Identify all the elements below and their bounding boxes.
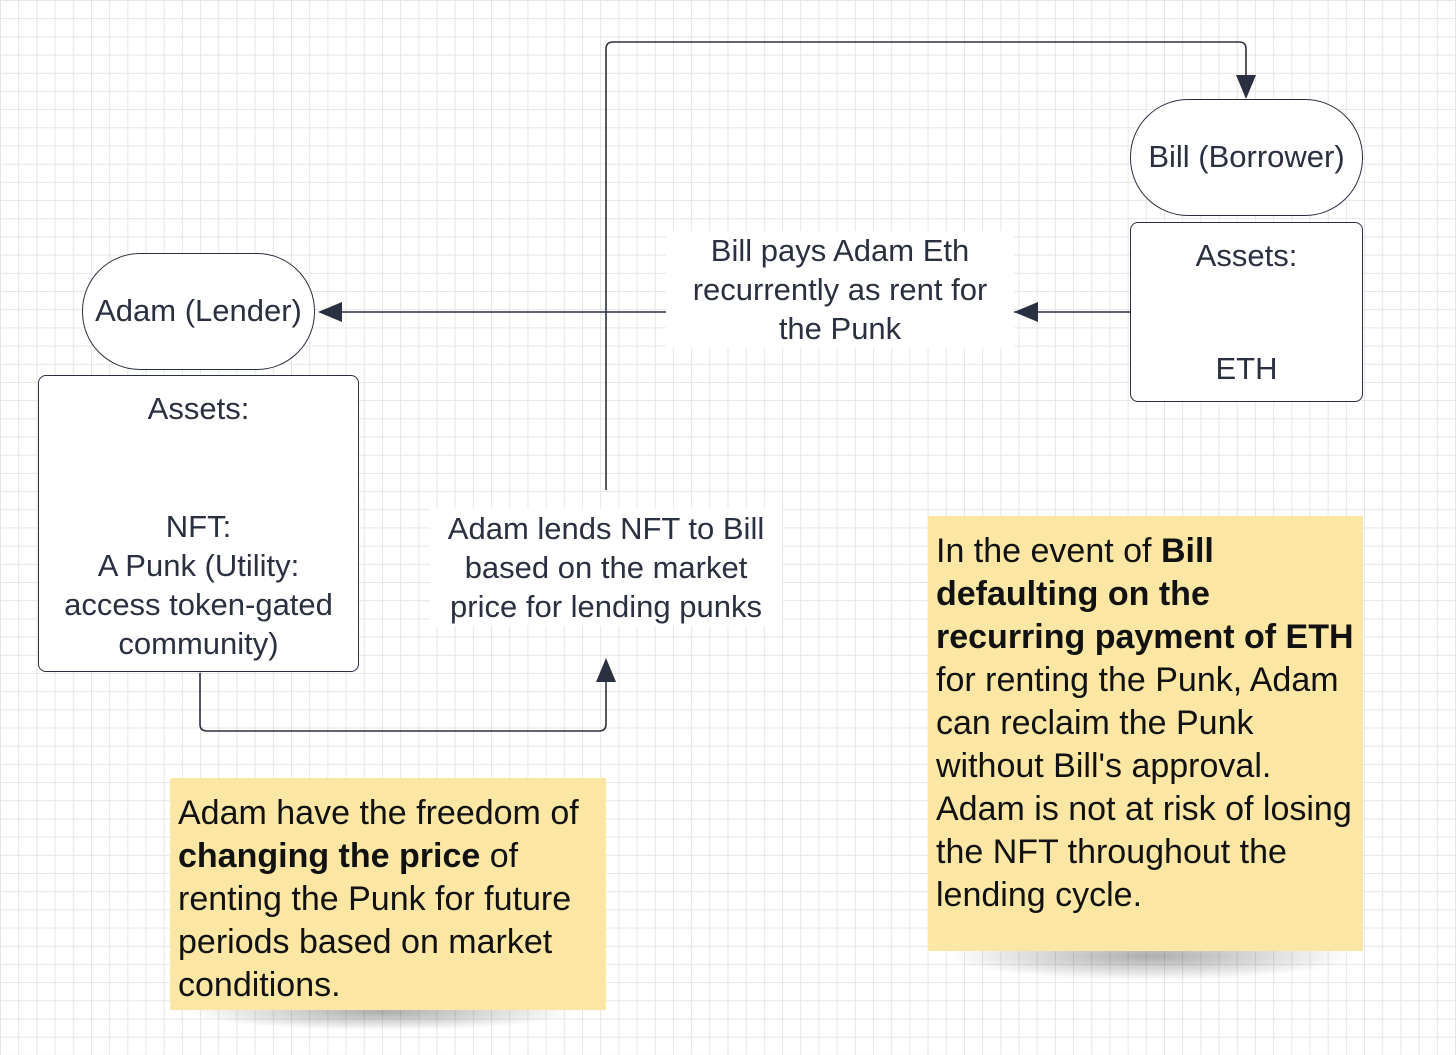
lending-label-line: price for lending punks bbox=[450, 589, 762, 624]
lending-edge-label: Adam lends NFT to Bill based on the mark… bbox=[430, 509, 782, 626]
adam-lender-label: Adam (Lender) bbox=[95, 293, 302, 329]
adam-assets-heading: Assets: bbox=[147, 391, 250, 426]
lending-connector-lower bbox=[199, 673, 607, 732]
bill-assets-box[interactable]: Assets: ETH bbox=[1130, 222, 1363, 402]
payment-edge-label: Bill pays Adam Eth recurrently as rent f… bbox=[666, 231, 1014, 348]
payment-label-line: the Punk bbox=[778, 311, 902, 346]
payment-label-line: Bill pays Adam Eth bbox=[710, 233, 970, 268]
left-note-bold-text: changing the price bbox=[178, 837, 481, 875]
bill-assets-heading: Assets: bbox=[1195, 238, 1298, 273]
bill-borrower-label: Bill (Borrower) bbox=[1148, 139, 1345, 175]
adam-assets-line: NFT: bbox=[165, 509, 232, 544]
lending-arrowhead bbox=[1236, 75, 1256, 99]
payment-label-line: recurrently as rent for bbox=[692, 272, 988, 307]
left-sticky-note[interactable]: Adam have the freedom of changing the pr… bbox=[170, 778, 606, 1010]
adam-assets-line: access token-gated bbox=[64, 587, 333, 622]
adam-assets-line: A Punk (Utility: bbox=[97, 548, 300, 583]
lending-label-line: Adam lends NFT to Bill bbox=[447, 511, 765, 546]
adam-assets-content: NFT: A Punk (Utility: access token-gated… bbox=[64, 507, 333, 663]
right-sticky-note[interactable]: In the event of Bill defaulting on the r… bbox=[928, 516, 1363, 951]
payment-arrowhead bbox=[318, 302, 342, 322]
lending-label-line: based on the market bbox=[464, 550, 748, 585]
right-note-text-end: for renting the Punk, Adam can reclaim t… bbox=[936, 661, 1352, 914]
left-note-text-end: of renting the Punk for future periods b… bbox=[178, 837, 572, 1004]
lending-mid-arrowhead bbox=[596, 658, 616, 682]
adam-lender-node[interactable]: Adam (Lender) bbox=[82, 253, 315, 370]
bill-assets-value: ETH bbox=[1215, 351, 1278, 387]
bill-borrower-node[interactable]: Bill (Borrower) bbox=[1130, 99, 1363, 216]
adam-assets-line: community) bbox=[118, 626, 279, 661]
right-note-text: In the event of bbox=[936, 532, 1161, 570]
adam-assets-box[interactable]: Assets: NFT: A Punk (Utility: access tok… bbox=[38, 375, 359, 672]
left-note-text: Adam have the freedom of bbox=[178, 794, 579, 832]
right-note-bold-text: Bill defaulting on the recurring payment… bbox=[936, 532, 1354, 656]
payment-mid-arrowhead bbox=[1014, 302, 1038, 322]
lending-connector-upper bbox=[605, 41, 1247, 490]
